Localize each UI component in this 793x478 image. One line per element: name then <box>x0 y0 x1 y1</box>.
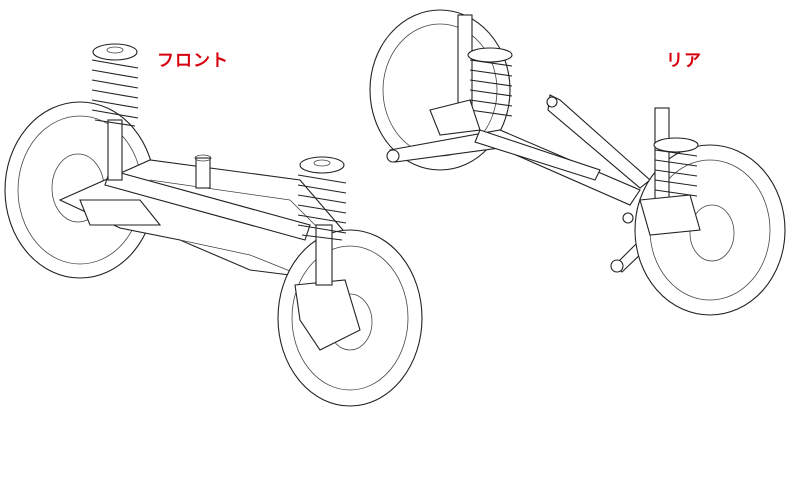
steering-rack <box>104 154 311 241</box>
front-left-strut <box>79 43 162 226</box>
rear-left-strut <box>429 14 513 136</box>
front-right-strut <box>297 156 347 286</box>
front-right-wheel <box>277 229 423 407</box>
rear-right-strut <box>639 107 701 236</box>
rear-links <box>386 94 669 273</box>
front-label: フロント <box>157 51 229 71</box>
rear-right-wheel <box>634 144 786 316</box>
front-suspension <box>4 43 423 407</box>
rear-suspension <box>369 9 786 316</box>
rear-label: リア <box>666 51 702 71</box>
